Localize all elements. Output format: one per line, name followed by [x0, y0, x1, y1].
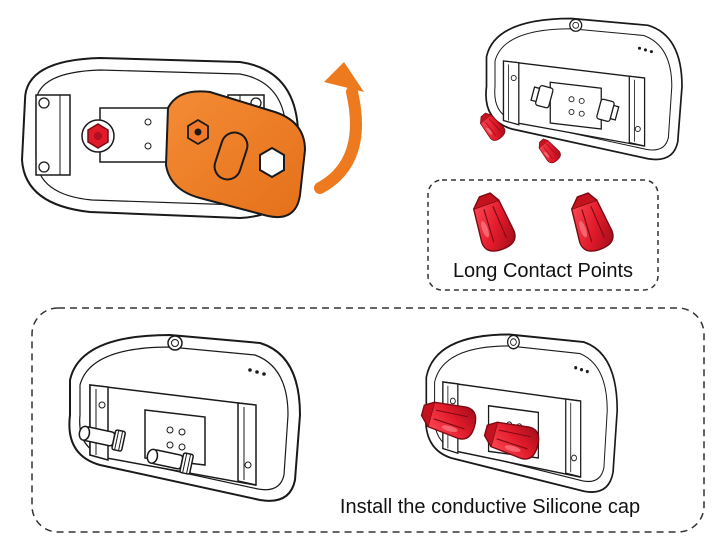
collar-caps-removed [485, 17, 683, 161]
install-caption: Install the conductive Silicone cap [340, 496, 640, 518]
wrench-icon [164, 90, 307, 218]
long-contact-points-label: Long Contact Points [453, 260, 633, 282]
install-cap-panel: Install the conductive Silicone cap [31, 307, 705, 533]
silicone-cap-icon [534, 135, 564, 166]
long-contact-points-panel: Long Contact Points [427, 179, 659, 291]
curved-arrow-icon [314, 62, 364, 194]
